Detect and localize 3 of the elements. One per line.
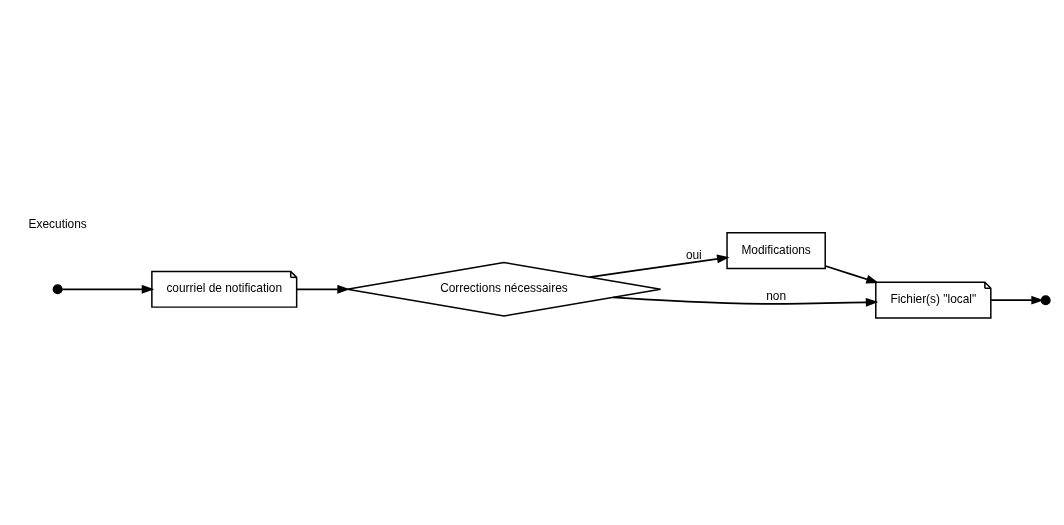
edge-label: non: [766, 288, 787, 303]
label: Executions: [28, 216, 87, 231]
edge-label: oui: [685, 248, 702, 263]
